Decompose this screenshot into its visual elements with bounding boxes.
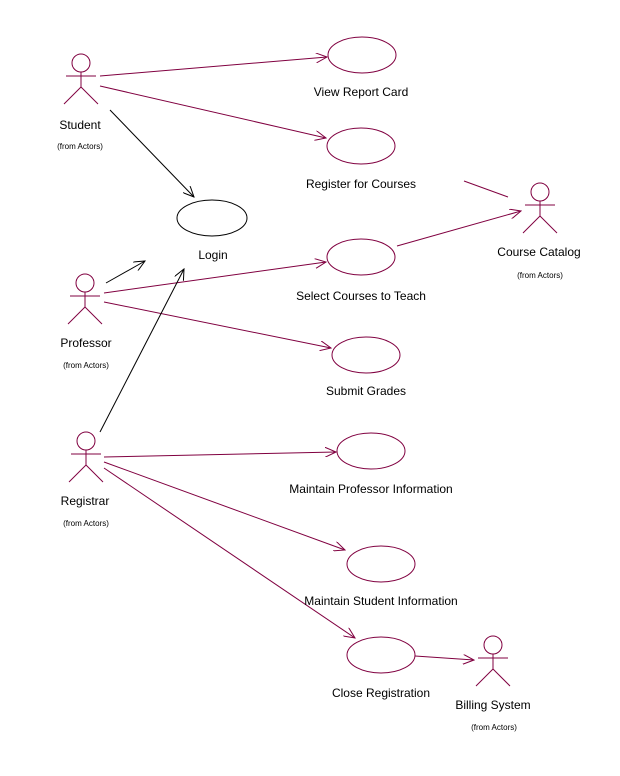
assoc-student-register-for-courses <box>99 85 326 138</box>
usecase-register-for-courses[interactable] <box>326 127 396 165</box>
actor-label-billing-system: Billing System <box>455 698 530 712</box>
actor-label-course-catalog: Course Catalog <box>497 245 580 259</box>
actor-sublabel-registrar: (from Actors) <box>63 519 109 528</box>
usecase-view-report-card[interactable] <box>327 36 397 74</box>
assoc-close-registration-billing <box>414 656 474 660</box>
usecase-label-maintain-professor-information: Maintain Professor Information <box>289 482 452 496</box>
actor-registrar-head <box>76 431 96 451</box>
usecase-submit-grades[interactable] <box>331 336 401 374</box>
actor-billing-system[interactable] <box>475 635 511 687</box>
actor-label-professor: Professor <box>60 336 111 350</box>
usecase-label-view-report-card: View Report Card <box>314 85 409 99</box>
assoc-register-course-catalog <box>463 180 509 198</box>
actor-label-registrar: Registrar <box>61 494 110 508</box>
usecase-label-maintain-student-information: Maintain Student Information <box>304 594 457 608</box>
usecase-close-registration[interactable] <box>346 636 416 674</box>
assoc-professor-submit-grades <box>103 301 331 348</box>
assoc-registrar-close-registration <box>103 467 355 638</box>
usecase-label-login: Login <box>198 248 227 262</box>
usecase-login[interactable] <box>176 199 248 237</box>
actor-sublabel-course-catalog: (from Actors) <box>517 271 563 280</box>
actor-professor[interactable] <box>67 273 103 325</box>
usecase-select-courses-to-teach[interactable] <box>326 238 396 276</box>
actor-course-catalog[interactable] <box>522 182 558 234</box>
usecase-maintain-student-information[interactable] <box>346 545 416 583</box>
actor-sublabel-professor: (from Actors) <box>63 361 109 370</box>
assoc-student-login <box>109 109 194 197</box>
assoc-professor-select-courses <box>103 262 326 294</box>
assoc-registrar-login <box>99 269 184 433</box>
assoc-registrar-maintain-student <box>103 461 345 550</box>
actor-registrar[interactable] <box>68 431 104 483</box>
actor-professor-head <box>75 273 95 293</box>
usecase-label-submit-grades: Submit Grades <box>326 384 406 398</box>
assoc-registrar-maintain-professor <box>103 452 336 458</box>
assoc-select-courses-course-catalog <box>396 211 521 247</box>
assoc-professor-login <box>105 261 145 284</box>
usecase-label-close-registration: Close Registration <box>332 686 430 700</box>
assoc-student-view-report-card <box>99 57 327 77</box>
actor-label-student: Student <box>59 118 101 132</box>
usecase-label-select-courses-to-teach: Select Courses to Teach <box>296 289 426 303</box>
usecase-maintain-professor-information[interactable] <box>336 432 406 470</box>
usecase-label-register-for-courses: Register for Courses <box>306 177 416 191</box>
actor-billing-system-head <box>483 635 503 655</box>
actor-sublabel-student: (from Actors) <box>57 142 103 151</box>
actor-sublabel-billing-system: (from Actors) <box>471 723 517 732</box>
actor-course-catalog-head <box>530 182 550 202</box>
actor-student-head <box>71 53 91 73</box>
actor-student[interactable] <box>63 53 99 105</box>
